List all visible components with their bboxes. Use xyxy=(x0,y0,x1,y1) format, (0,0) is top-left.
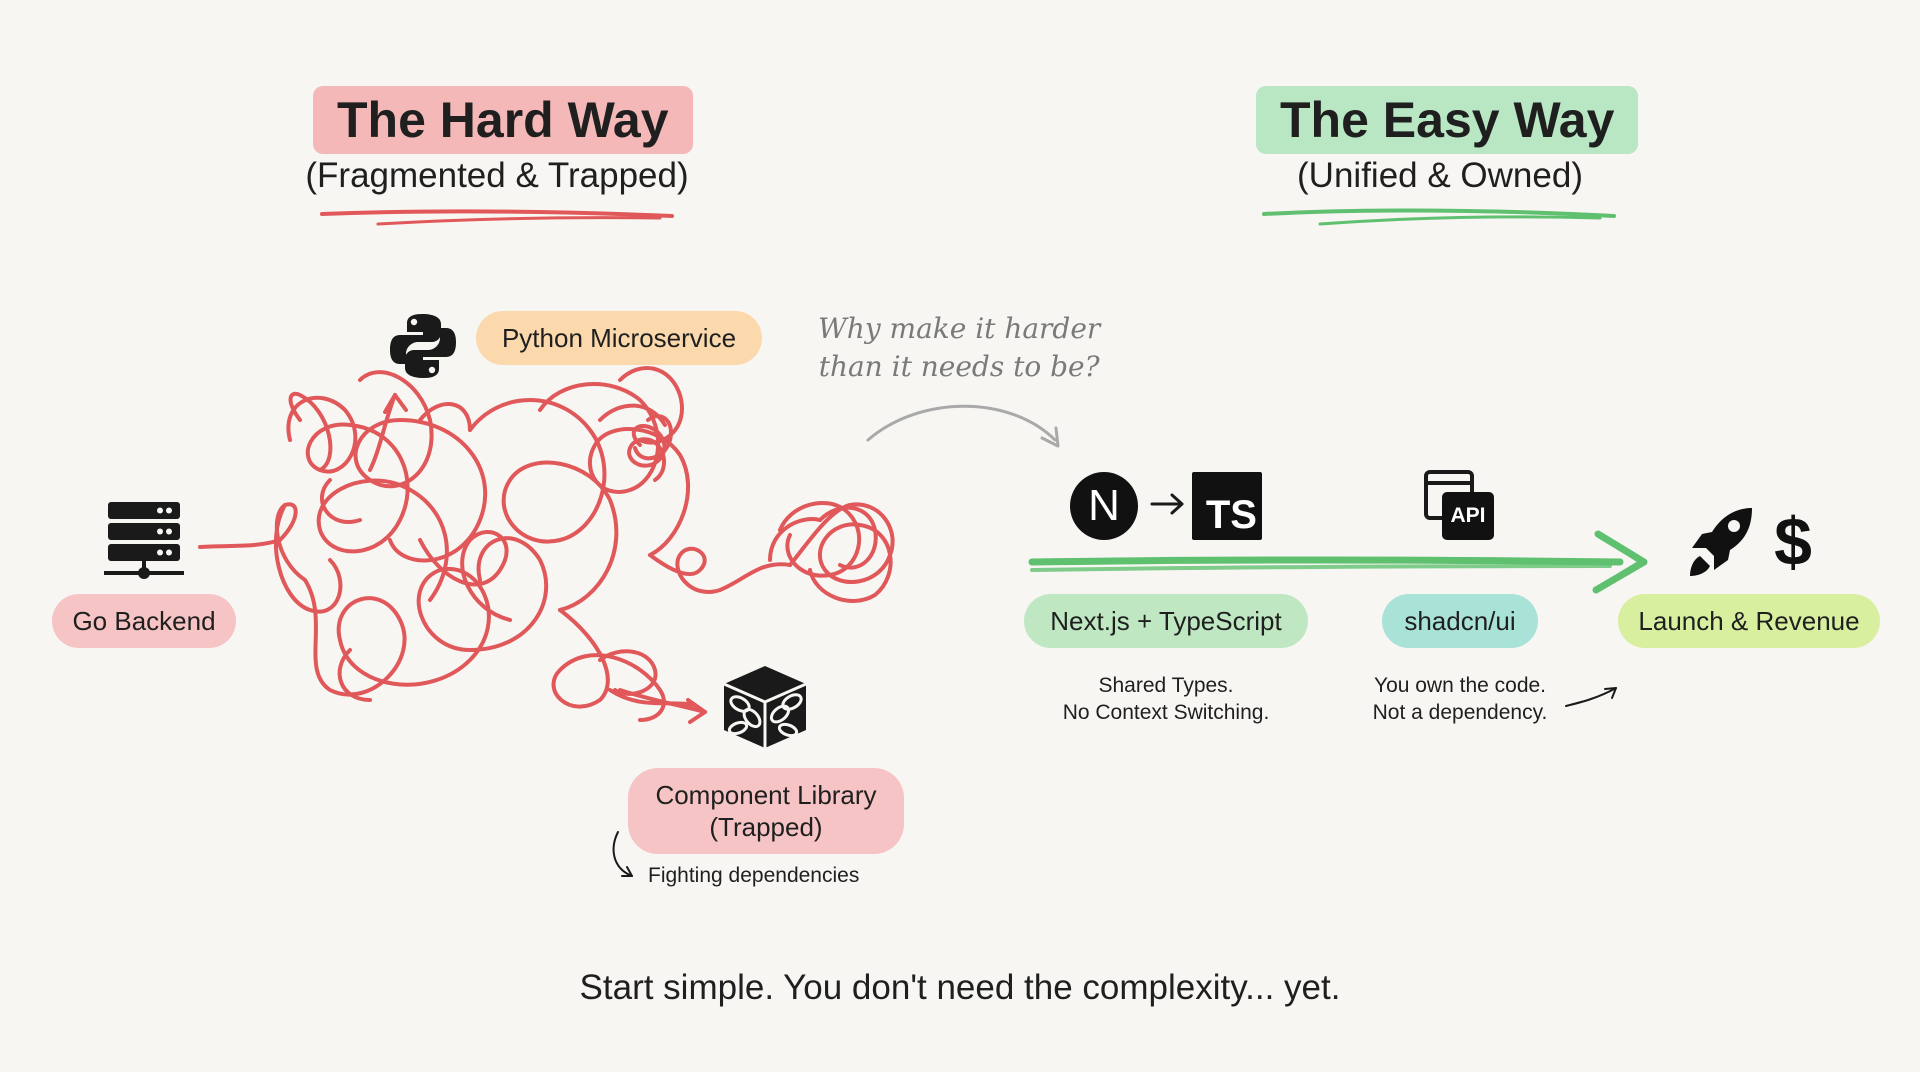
easy-way-subtitle: (Unified & Owned) xyxy=(1297,156,1583,195)
easy-way-title: The Easy Way xyxy=(1256,86,1639,154)
arrow-right-icon xyxy=(1150,493,1184,515)
nextjs-icon: N xyxy=(1070,472,1138,540)
component-library-pill: Component Library (Trapped) xyxy=(628,768,904,854)
nextjs-caption: Shared Types. No Context Switching. xyxy=(1062,674,1270,724)
api-label: API xyxy=(1450,504,1486,527)
dollar-icon: $ xyxy=(1770,504,1816,580)
curved-arrow-icon xyxy=(612,831,633,877)
shadcn-caption: You own the code. Not a dependency. xyxy=(1372,674,1548,724)
launch-revenue-pill: Launch & Revenue xyxy=(1618,594,1880,648)
hard-way-title: The Hard Way xyxy=(313,86,693,154)
server-icon xyxy=(102,500,186,582)
typescript-label: TS xyxy=(1205,493,1257,537)
python-microservice-pill: Python Microservice xyxy=(476,311,762,365)
footer-tagline: Start simple. You don't need the complex… xyxy=(579,968,1341,1007)
go-backend-pill: Go Backend xyxy=(52,594,236,648)
nextjs-letter: N xyxy=(1088,481,1120,530)
api-window-icon: API xyxy=(1424,470,1496,542)
caption-arrow xyxy=(1565,687,1617,707)
typescript-icon: TS xyxy=(1192,472,1262,540)
hard-way-subtitle: (Fragmented & Trapped) xyxy=(305,156,689,195)
shadcn-ui-pill: shadcn/ui xyxy=(1382,594,1538,648)
question-note: Why make it harder than it needs to be? xyxy=(818,312,1101,383)
dollar-sign: $ xyxy=(1774,504,1812,580)
chained-box-icon xyxy=(718,662,812,752)
fighting-dependencies-note: Fighting dependencies xyxy=(648,864,860,887)
python-icon xyxy=(385,308,461,384)
nextjs-typescript-pill: Next.js + TypeScript xyxy=(1024,594,1308,648)
rocket-icon xyxy=(1686,504,1756,580)
